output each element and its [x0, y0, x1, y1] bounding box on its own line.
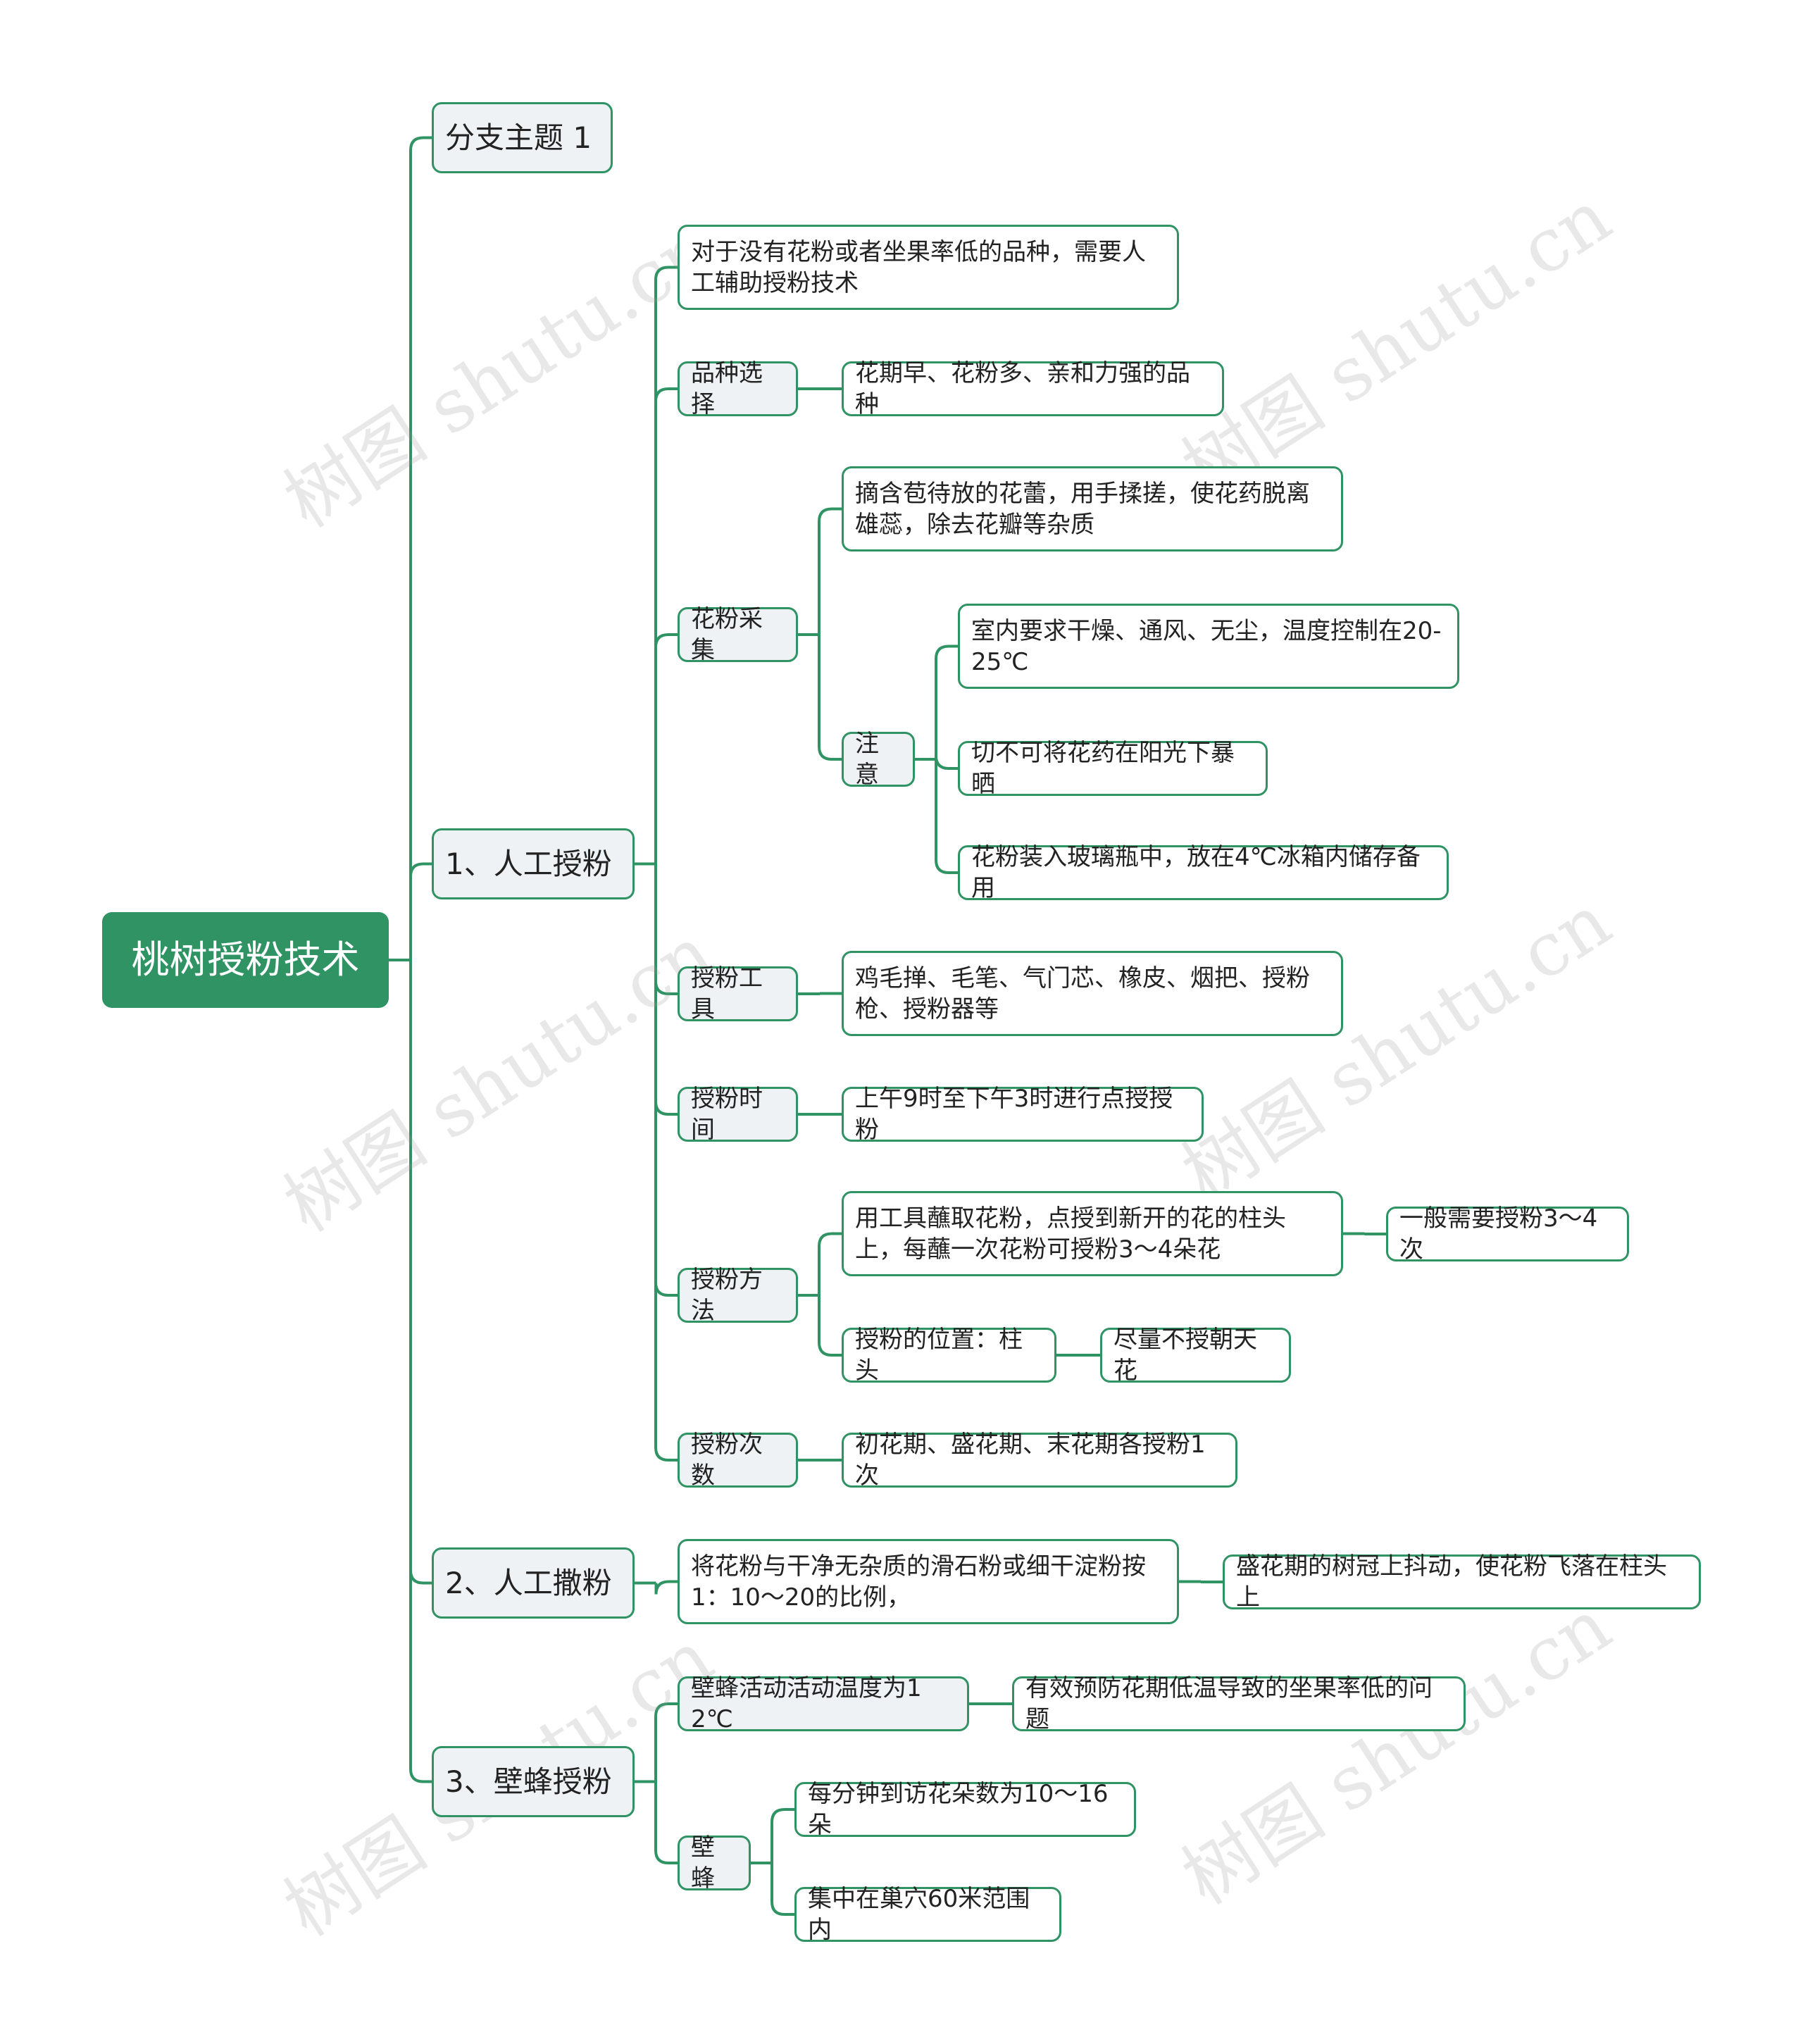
connector — [1343, 1232, 1386, 1235]
connector — [635, 1580, 678, 1595]
count-detail[interactable]: 初花期、盛花期、末花期各授粉1次 — [842, 1431, 1237, 1490]
dusting-shake[interactable]: 盛花期的树冠上抖动，使花粉飞落在柱头上 — [1223, 1552, 1701, 1612]
time-detail[interactable]: 上午9时至下午3时进行点授授粉 — [842, 1085, 1204, 1144]
topic-pollination-count[interactable]: 授粉次数 — [678, 1431, 798, 1490]
connector — [635, 1702, 678, 1864]
dusting-mix[interactable]: 将花粉与干净无杂质的滑石粉或细干淀粉按1：10～20的比例， — [678, 1539, 1179, 1624]
topic-pollination-tools[interactable]: 授粉工具 — [678, 964, 798, 1023]
notice-item[interactable]: 切不可将花药在阳光下暴晒 — [958, 739, 1268, 798]
connector — [798, 507, 842, 761]
topic-pollination-method[interactable]: 授粉方法 — [678, 1266, 798, 1325]
method-note[interactable]: 尽量不授朝天花 — [1100, 1326, 1291, 1385]
connector — [798, 992, 842, 995]
bee-activity-temperature[interactable]: 壁蜂活动活动温度为12℃ — [678, 1674, 969, 1733]
topic-notice[interactable]: 注意 — [842, 730, 915, 789]
topic-variety-selection[interactable]: 品种选择 — [678, 359, 798, 418]
method-step[interactable]: 授粉的位置：柱头 — [842, 1326, 1056, 1385]
bee-fact[interactable]: 集中在巢穴60米范围内 — [794, 1885, 1061, 1944]
temperature-effect[interactable]: 有效预防花期低温导致的坐果率低的问题 — [1012, 1674, 1466, 1733]
connector — [751, 1808, 794, 1916]
connector — [389, 136, 432, 1783]
topic-mason-bee[interactable]: 壁蜂 — [678, 1833, 751, 1893]
intro-note[interactable]: 对于没有花粉或者坐果率低的品种，需要人工辅助授粉技术 — [678, 225, 1179, 310]
variety-detail[interactable]: 花期早、花粉多、亲和力强的品种 — [842, 359, 1224, 418]
collection-step[interactable]: 摘含苞待放的花蕾，用手揉搓，使花药脱离雄蕊，除去花瓣等杂质 — [842, 466, 1343, 551]
branch-topic-placeholder[interactable]: 分支主题 1 — [432, 102, 613, 173]
topic-pollen-collection[interactable]: 花粉采集 — [678, 605, 798, 664]
branch-artificial-dusting[interactable]: 2、人工撒粉 — [432, 1547, 635, 1619]
root-topic[interactable]: 桃树授粉技术 — [102, 912, 389, 1008]
connector — [635, 266, 678, 1462]
branch-mason-bee-pollination[interactable]: 3、壁蜂授粉 — [432, 1746, 635, 1817]
topic-pollination-time[interactable]: 授粉时间 — [678, 1085, 798, 1144]
connector — [915, 644, 958, 874]
connector — [1179, 1580, 1223, 1583]
tools-detail[interactable]: 鸡毛掸、毛笔、气门芯、橡皮、烟把、授粉枪、授粉器等 — [842, 951, 1343, 1036]
notice-item[interactable]: 室内要求干燥、通风、无尘，温度控制在20-25℃ — [958, 604, 1459, 689]
method-step[interactable]: 用工具蘸取花粉，点授到新开的花的柱头上，每蘸一次花粉可授粉3～4朵花 — [842, 1191, 1343, 1276]
notice-item[interactable]: 花粉装入玻璃瓶中，放在4℃冰箱内储存备用 — [958, 843, 1449, 902]
method-note[interactable]: 一般需要授粉3～4次 — [1386, 1204, 1629, 1264]
connector — [798, 1232, 842, 1357]
bee-fact[interactable]: 每分钟到访花朵数为10～16朵 — [794, 1780, 1136, 1839]
branch-artificial-pollination[interactable]: 1、人工授粉 — [432, 828, 635, 899]
